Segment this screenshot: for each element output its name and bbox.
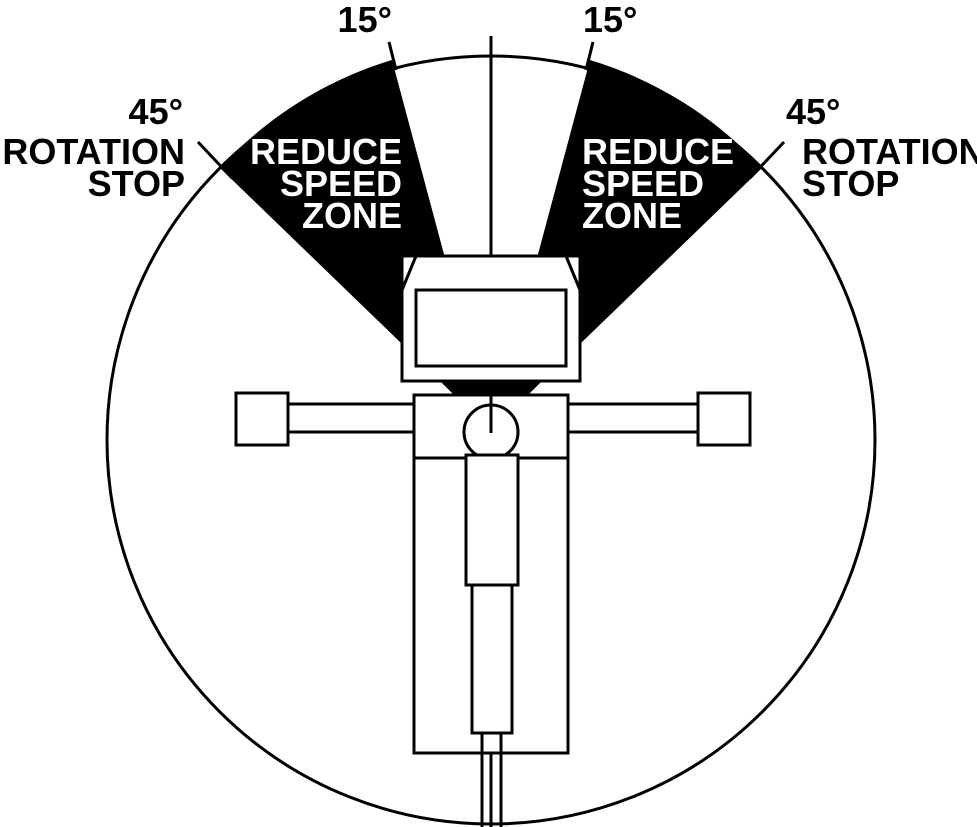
right-angle-label: 45° [786, 91, 840, 132]
right-15-degree-tick [584, 41, 595, 71]
right-zone-label-line2: SPEED [582, 163, 704, 204]
boom-tail [480, 733, 503, 827]
left-rotation-stop-tick [196, 140, 234, 180]
right-15-degree-label: 15° [583, 0, 637, 40]
boom-lower [470, 583, 514, 735]
left-rotation-label: ROTATION [2, 131, 185, 172]
left-arm [234, 391, 416, 447]
right-arm [566, 391, 752, 447]
left-zone-label-line1: REDUCE [250, 131, 402, 172]
left-stop-label: STOP [88, 163, 185, 204]
left-15-degree-tick [387, 41, 398, 71]
right-rotation-label: ROTATION [802, 131, 977, 172]
left-angle-label: 45° [129, 91, 183, 132]
right-zone-label-line1: REDUCE [582, 131, 734, 172]
left-15-degree-label: 15° [338, 0, 392, 40]
attachment [400, 254, 582, 383]
right-stop-label: STOP [802, 163, 899, 204]
left-zone-label-line2: SPEED [280, 163, 402, 204]
boom-upper [464, 453, 520, 587]
right-rotation-stop-tick [748, 140, 786, 180]
left-zone-label-line3: ZONE [302, 195, 402, 236]
right-zone-label-line3: ZONE [582, 195, 682, 236]
